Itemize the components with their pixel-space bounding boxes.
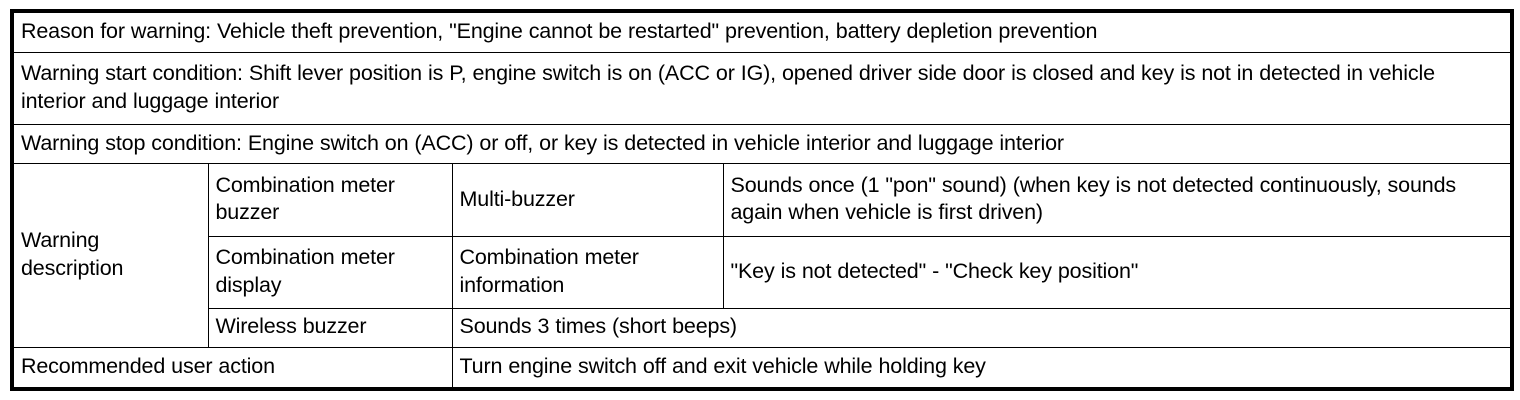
warning-description-device-0: Combination meter buzzer [207,163,453,237]
table-row-warning-description-buzzer: Warning description Combination meter bu… [11,163,1513,349]
warning-description-device-1: Combination meter display [207,235,453,309]
recommended-user-action-label: Recommended user action [11,347,453,390]
table-row-warning-description-display: Combination meter display Combination me… [12,235,1513,309]
warning-stop-condition-text: Warning stop condition: Engine switch on… [11,123,1513,165]
reason-for-warning-text: Reason for warning: Vehicle theft preven… [11,10,1513,53]
warning-description-device-2: Wireless buzzer [207,307,453,349]
warning-description-behavior-2: Sounds 3 times (short beeps) [451,307,1513,349]
table-row-recommended-user-action: Recommended user action Turn engine swit… [11,347,1513,390]
warning-description-label: Warning description [11,163,209,349]
table-row-warning-start-condition: Warning start condition: Shift lever pos… [11,51,1513,125]
warning-description-behavior-1: "Key is not detected" - "Check key posit… [722,235,1513,309]
warning-start-condition-text: Warning start condition: Shift lever pos… [11,51,1513,125]
warning-description-kind-1: Combination meter information [451,235,724,309]
warning-specification-table: Reason for warning: Vehicle theft preven… [10,9,1514,391]
recommended-user-action-text: Turn engine switch off and exit vehicle … [451,347,1513,390]
table-row-reason-for-warning: Reason for warning: Vehicle theft preven… [11,10,1513,53]
table-row-warning-description-wireless-buzzer: Wireless buzzer Sounds 3 times (short be… [12,307,1513,349]
warning-description-kind-0: Multi-buzzer [451,163,724,237]
warning-description-behavior-0: Sounds once (1 "pon" sound) (when key is… [722,163,1513,237]
table-row-warning-stop-condition: Warning stop condition: Engine switch on… [11,123,1513,165]
